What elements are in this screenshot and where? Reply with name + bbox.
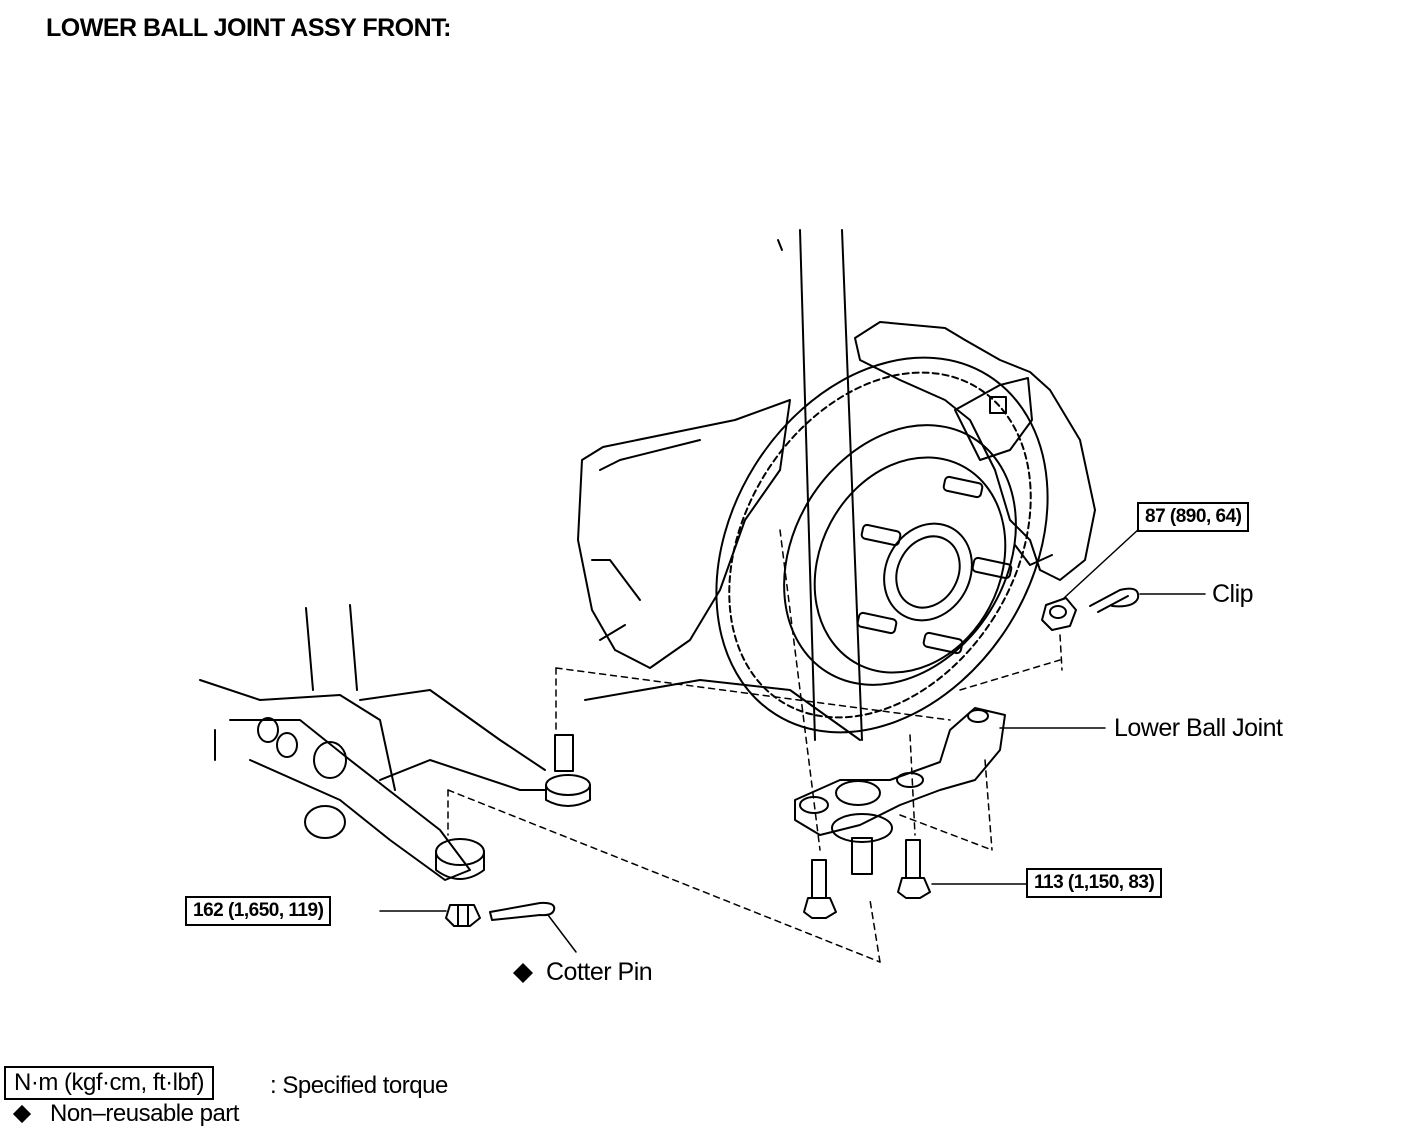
ball-joint-bolt [897, 839, 931, 899]
cotter-pin [489, 901, 556, 921]
wheel-stud [971, 556, 1013, 580]
steering-knuckle [577, 399, 861, 741]
clip [1089, 587, 1140, 613]
lower-ball-joint-label: Lower Ball Joint [1114, 714, 1283, 742]
torque-spec-box: 87 (890, 64) [1137, 502, 1250, 532]
diamond-icon [12, 1104, 32, 1124]
assembly-guide-lines [447, 529, 1063, 963]
diamond-icon [513, 963, 533, 983]
wheel-stud [860, 523, 902, 547]
hex-nut [1041, 597, 1077, 631]
wheel-stud [922, 631, 964, 655]
legend-unit-description: : Specified torque [270, 1072, 448, 1099]
page-title: LOWER BALL JOINT ASSY FRONT: [46, 14, 452, 42]
cotter-pin-label: Cotter Pin [546, 958, 653, 986]
brake-caliper [854, 321, 1096, 581]
torque-spec-box: 162 (1,650, 119) [185, 896, 332, 926]
upper-strut [777, 229, 863, 741]
clip-label: Clip [1212, 580, 1254, 608]
castle-nut [445, 904, 481, 927]
torque-spec-box: 113 (1,150, 83) [1026, 868, 1163, 898]
lower-ball-joint-bracket [794, 707, 1006, 875]
wheel-hub [813, 456, 1013, 674]
wheel-stud [856, 611, 898, 635]
non-reusable-label: Non–reusable part [50, 1100, 239, 1127]
ball-joint-bolt [803, 859, 837, 919]
legend-unit-box: N·m (kgf·cm, ft·lbf) [4, 1066, 214, 1100]
brake-disc [715, 356, 1049, 734]
wheel-stud [942, 475, 984, 499]
legend-non-reusable: Non–reusable part [10, 1100, 310, 1134]
leader-lines [379, 527, 1206, 953]
lower-suspension-arm [199, 604, 546, 881]
tie-rod-end [545, 734, 591, 807]
